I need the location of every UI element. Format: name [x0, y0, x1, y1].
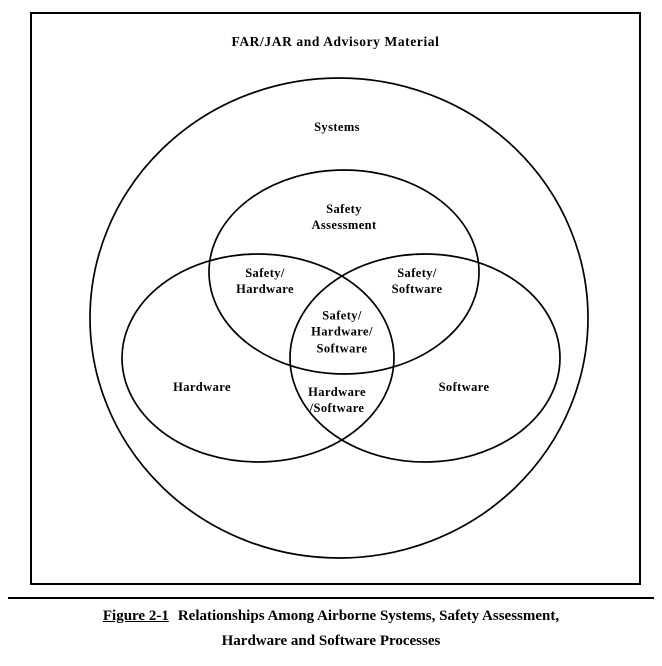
- label-safety-hardware-software: Safety/ Hardware/ Software: [311, 308, 373, 356]
- label-systems: Systems: [314, 119, 360, 134]
- hardware-ellipse: [121, 253, 395, 463]
- figure-caption: Figure 2-1 Relationships Among Airborne S…: [0, 604, 662, 654]
- caption-text-1: Relationships Among Airborne Systems, Sa…: [177, 608, 560, 624]
- label-safety-hardware: Safety/ Hardware: [236, 265, 294, 296]
- figure-border-box: FAR/JAR and Advisory Material Systems Sa…: [30, 12, 641, 585]
- label-safety-assessment: Safety Assessment: [311, 201, 377, 232]
- software-ellipse: [289, 253, 561, 463]
- caption-divider: [8, 597, 654, 599]
- systems-ellipse: [89, 77, 589, 559]
- label-software: Software: [438, 379, 490, 394]
- venn-diagram: [89, 77, 589, 559]
- label-hardware: Hardware: [173, 379, 231, 394]
- caption-line-2: Hardware and Software Processes: [221, 632, 441, 649]
- label-safety-software: Safety/ Software: [391, 265, 443, 296]
- label-hardware-software: Hardware /Software: [308, 384, 366, 415]
- figure-title: FAR/JAR and Advisory Material: [231, 34, 440, 49]
- figure-number: Figure 2-1: [102, 608, 169, 624]
- safety-assessment-ellipse: [208, 169, 480, 375]
- caption-line-1: Figure 2-1 Relationships Among Airborne S…: [0, 604, 662, 629]
